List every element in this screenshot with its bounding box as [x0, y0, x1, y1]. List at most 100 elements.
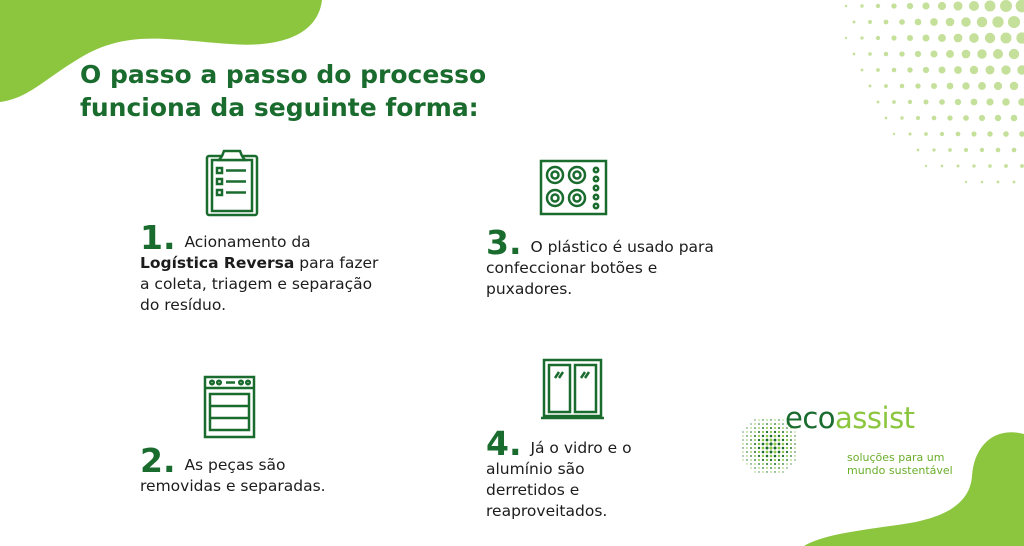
- logo-globe-dot: [750, 451, 752, 453]
- decorative-dot: [945, 17, 955, 27]
- decorative-dot: [947, 115, 953, 121]
- logo-globe-dot: [773, 438, 777, 442]
- logo-globe-dot: [773, 434, 777, 438]
- decorative-dot: [892, 100, 896, 104]
- logo-globe-dot: [773, 454, 777, 458]
- decorative-dot: [914, 18, 922, 26]
- decorative-dot: [1010, 114, 1018, 122]
- logo-globe-dot: [765, 454, 769, 458]
- logo-globe-dot: [778, 471, 780, 473]
- logo-globe-dot: [750, 435, 752, 437]
- decorative-dot: [961, 49, 971, 59]
- logo-globe-dot: [769, 458, 773, 462]
- decorative-dot: [906, 34, 914, 42]
- clipboard-checklist-icon: [205, 149, 259, 217]
- logo-globe-dot: [765, 442, 769, 446]
- logo-globe-dot: [766, 463, 768, 465]
- logo-wordmark: ecoassist: [785, 401, 915, 435]
- logo-globe-dot: [786, 423, 788, 425]
- logo-globe-dot: [777, 434, 781, 438]
- logo-globe-dot: [758, 463, 760, 465]
- logo-globe-dot: [765, 434, 769, 438]
- logo-globe-dot: [770, 423, 772, 425]
- logo-globe-dot: [761, 442, 765, 446]
- logo-globe-dot: [746, 439, 748, 441]
- decorative-dot: [963, 147, 969, 153]
- logo-globe-dot: [742, 431, 744, 433]
- logo-globe-dot: [757, 450, 761, 454]
- decorative-dot: [1017, 65, 1024, 75]
- decorative-dot: [988, 164, 992, 168]
- logo-globe-dot: [766, 467, 768, 469]
- logo-globe-dot: [758, 423, 760, 425]
- title-line-1: O passo a passo do processo: [80, 60, 487, 89]
- logo-globe-dot: [786, 459, 788, 461]
- logo-globe-dot: [762, 427, 764, 429]
- logo-globe-dot: [746, 431, 748, 433]
- decorative-dot: [892, 132, 896, 136]
- step-3-text: O plástico é usado para confeccionar bot…: [486, 238, 714, 298]
- decorative-dot: [884, 84, 888, 88]
- logo-globe-dot: [758, 431, 760, 433]
- logo-globe-dot: [758, 427, 760, 429]
- logo-globe-dot: [777, 458, 781, 462]
- logo-globe-dot: [786, 431, 788, 433]
- page-title: O passo a passo do processo funciona da …: [80, 58, 540, 124]
- step-1-bold-text: Logística Reversa: [140, 254, 295, 272]
- decorative-dot: [891, 3, 897, 9]
- step-2-text: As peças são removidas e separadas.: [140, 456, 326, 495]
- decorative-dot: [993, 81, 1003, 91]
- logo-globe-dot: [750, 427, 752, 429]
- logo-globe-dot: [773, 462, 777, 466]
- logo-globe-dot: [754, 431, 756, 433]
- decorative-dot: [996, 180, 1000, 184]
- logo-globe-dot: [746, 435, 748, 437]
- logo-globe-dot: [778, 467, 780, 469]
- logo-globe-dot: [786, 467, 788, 469]
- logo-globe-dot: [742, 455, 744, 457]
- logo-globe-dot: [766, 423, 768, 425]
- decorative-dot: [970, 98, 978, 106]
- logo-globe-dot: [754, 423, 756, 425]
- step-3-number: 3.: [486, 223, 522, 262]
- logo-globe-dot: [781, 430, 785, 434]
- logo-globe-dot: [794, 459, 796, 461]
- ecoassist-logo: ecoassist soluções para um mundo sustent…: [735, 401, 965, 488]
- logo-globe-dot: [774, 467, 776, 469]
- logo-globe-dot: [790, 455, 792, 457]
- logo-globe-dot: [777, 446, 781, 450]
- decorative-dot: [899, 83, 905, 89]
- tagline-line-1: soluções para um: [847, 451, 945, 464]
- logo-globe-dot: [770, 467, 772, 469]
- logo-globe-dot: [790, 447, 792, 449]
- decorative-dot: [1019, 131, 1024, 137]
- logo-globe-dot: [781, 446, 785, 450]
- logo-globe-dot: [754, 455, 756, 457]
- decorative-dot: [978, 114, 986, 122]
- decorative-dot: [987, 131, 993, 137]
- decorative-dot: [860, 4, 864, 8]
- decorative-dot: [962, 82, 970, 90]
- decorative-dot: [922, 34, 930, 42]
- logo-globe-dot: [790, 451, 792, 453]
- logo-globe-dot: [762, 463, 764, 465]
- logo-globe-dot: [782, 471, 784, 473]
- decorative-dot: [1008, 48, 1020, 60]
- decorative-dot: [964, 180, 968, 184]
- logo-globe-dot: [773, 430, 777, 434]
- logo-globe-dot: [766, 419, 768, 421]
- logo-globe-dot: [757, 442, 761, 446]
- logo-globe-dot: [794, 439, 796, 441]
- step-3: 3. O plástico é usado para confeccionar …: [486, 226, 716, 300]
- decorative-dot: [868, 20, 872, 24]
- step-4-number: 4.: [486, 424, 522, 463]
- logo-globe-dot: [777, 438, 781, 442]
- logo-globe-dot: [746, 463, 748, 465]
- decorative-dot: [930, 50, 938, 58]
- logo-globe-dot: [757, 446, 761, 450]
- decorative-dot: [930, 82, 938, 90]
- decorative-dot: [899, 51, 905, 57]
- bottom-right-green-blob: [804, 432, 1024, 546]
- logo-globe-dot: [750, 447, 752, 449]
- decorative-dot: [922, 66, 930, 74]
